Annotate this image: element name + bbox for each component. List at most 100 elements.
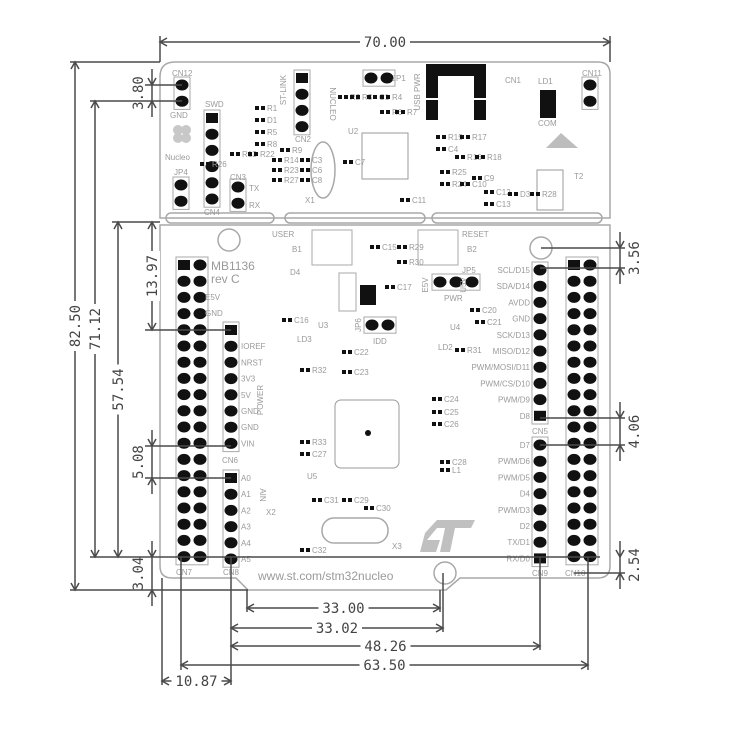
header-cn2-outline: [293, 69, 311, 136]
header-jp5-outline: [431, 273, 481, 291]
pin: [177, 453, 191, 465]
component-pad: [255, 106, 259, 110]
header-cn2: [293, 69, 311, 136]
label-b1: B1: [292, 245, 302, 254]
arrowhead-icon: [179, 660, 590, 670]
pin: [224, 504, 238, 516]
header-cn12: [173, 76, 191, 110]
arrowhead-icon: [158, 37, 612, 47]
component-pad: [306, 168, 310, 172]
component-pad: [278, 158, 282, 162]
component-pad: [338, 95, 342, 99]
board-url: www.st.com/stm32nucleo: [257, 569, 394, 583]
component-label-c30: C30: [376, 504, 391, 513]
cn8-pin-label: A2: [241, 506, 251, 515]
dimension-70-00: 70.00: [158, 34, 612, 51]
pin: [177, 470, 191, 482]
component-label-c31: C31: [324, 496, 339, 505]
pin: [177, 340, 191, 352]
component-label-r33: R33: [312, 438, 327, 447]
pin: [583, 470, 597, 482]
component-pad: [300, 368, 304, 372]
component-pad: [397, 245, 401, 249]
component-label-r27: R27: [284, 176, 299, 185]
component-pad: [432, 397, 436, 401]
header-cn4-swd-outline: [203, 109, 221, 208]
pin: [193, 405, 207, 417]
dimension-10-87: 10.87: [160, 673, 233, 690]
component-pad: [306, 158, 310, 162]
pin: [567, 502, 581, 514]
pin: [567, 518, 581, 530]
component-pad: [350, 95, 354, 99]
label-cn6: CN6: [222, 456, 239, 465]
component-label-c10: C10: [472, 180, 487, 189]
pin: [193, 259, 207, 271]
component-pad: [478, 176, 482, 180]
component-pad: [370, 506, 374, 510]
label-x2: X2: [266, 508, 276, 517]
component-pad: [261, 118, 265, 122]
label-pwr: PWR: [444, 294, 463, 303]
component-pad: [300, 440, 304, 444]
component-label-c27: C27: [312, 450, 327, 459]
label-cn5: CN5: [532, 427, 549, 436]
component-label-c32: C32: [312, 546, 327, 555]
pin-square: [296, 73, 308, 83]
arrowhead-icon: [229, 623, 445, 633]
pin1-dot: [365, 430, 371, 436]
pin: [533, 455, 547, 467]
component-pad: [446, 170, 450, 174]
component-pad: [403, 260, 407, 264]
label-cn2: CN2: [295, 135, 312, 144]
header-cn6: [222, 321, 240, 453]
pin: [583, 275, 597, 287]
pin: [567, 437, 581, 449]
pin: [583, 79, 597, 91]
pin: [567, 356, 581, 368]
dimension-3-80: 3.80: [131, 69, 157, 117]
component-pad: [278, 178, 282, 182]
pin: [224, 405, 238, 417]
component-label-r5: R5: [267, 128, 278, 137]
pin: [231, 197, 245, 209]
usb-pad: [474, 68, 486, 98]
component-pad: [300, 158, 304, 162]
pin: [567, 453, 581, 465]
component-pad: [484, 190, 488, 194]
pin: [364, 72, 378, 84]
component-pad: [470, 308, 474, 312]
header-cn5: [531, 261, 549, 425]
pin: [205, 193, 219, 205]
component-pad: [484, 202, 488, 206]
component-pad: [391, 285, 395, 289]
nucleo-jumper-label: NUCLEO: [328, 87, 337, 120]
pin: [177, 372, 191, 384]
dimension-label: 71.12: [88, 308, 104, 350]
dimension-label: 4.06: [627, 415, 643, 449]
component-pad: [481, 155, 485, 159]
usb-pad: [426, 100, 438, 120]
dimension-33-00: 33.00: [245, 600, 442, 617]
cn6-pin-label: VIN: [241, 439, 255, 448]
component-pad: [490, 202, 494, 206]
component-label-c16: C16: [294, 316, 309, 325]
component-pad: [432, 422, 436, 426]
pin: [583, 259, 597, 271]
pin: [224, 521, 238, 533]
cn9-pin-label: D4: [520, 490, 531, 499]
component-pad: [272, 168, 276, 172]
main-board-outline: [159, 224, 611, 591]
dimension-33-02: 33.02: [229, 620, 445, 637]
arrowhead-icon: [229, 641, 542, 651]
pin: [193, 389, 207, 401]
label-jp5: JP5: [462, 266, 476, 275]
cn9-pin-label: PWM/D3: [498, 506, 531, 515]
header-jp6-outline: [363, 316, 397, 334]
component-pad: [432, 410, 436, 414]
dimension-label: 13.97: [145, 255, 161, 297]
pin: [295, 121, 309, 133]
pin: [567, 340, 581, 352]
component-pad: [255, 130, 259, 134]
